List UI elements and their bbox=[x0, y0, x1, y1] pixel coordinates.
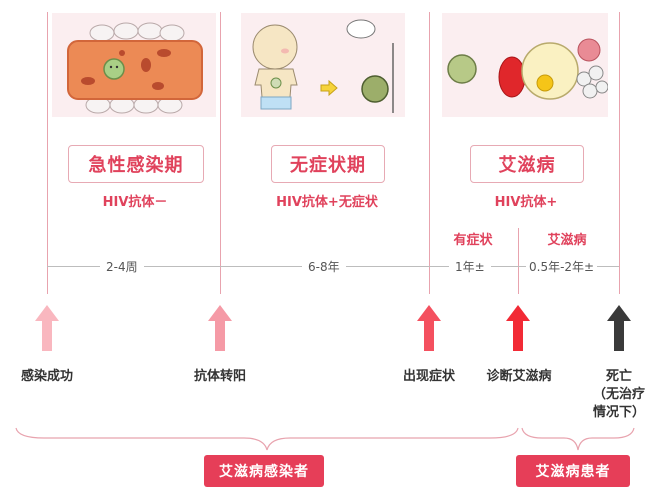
event-symptoms: 出现症状 bbox=[402, 369, 455, 384]
arrow-up-icon bbox=[417, 305, 441, 351]
event-infection: 感染成功 bbox=[20, 369, 73, 384]
brace-infected-period bbox=[15, 427, 519, 451]
duration-symptomatic: 1年± bbox=[449, 258, 491, 275]
stage-title-acute-infection: 急性感染期 bbox=[68, 145, 204, 183]
timeline-marker-diagnosis bbox=[518, 228, 519, 294]
arrow-up-icon bbox=[506, 305, 530, 351]
stage-subtitle-asymptomatic: HIV抗体+无症状 bbox=[276, 195, 378, 210]
stage-subtitle-acute-infection: HIV抗体－ bbox=[102, 195, 168, 210]
substage-aids: 艾滋病 bbox=[547, 233, 587, 248]
event-death: 死亡 （无治疗 情况下） bbox=[588, 368, 650, 422]
stage-title-asymptomatic: 无症状期 bbox=[271, 145, 385, 183]
timeline-marker-death bbox=[619, 12, 620, 294]
event-death-line3: 情况下） bbox=[592, 405, 645, 420]
substage-symptomatic: 有症状 bbox=[453, 233, 493, 248]
stage-subtitle-aids: HIV抗体+ bbox=[494, 195, 558, 210]
event-death-line2: （无治疗 bbox=[592, 387, 645, 402]
arrow-up-icon bbox=[35, 305, 59, 351]
immune-cells-fighting-illustration bbox=[442, 13, 608, 117]
event-death-line1: 死亡 bbox=[605, 369, 632, 384]
person-and-hiding-virus-illustration bbox=[241, 13, 405, 117]
timeline-marker-seroconversion bbox=[220, 12, 221, 294]
arrow-up-icon bbox=[607, 305, 631, 351]
duration-acute: 2-4周 bbox=[100, 258, 144, 275]
timeline-marker-infection bbox=[47, 12, 48, 294]
brace-aids-patient-period bbox=[521, 427, 635, 451]
group-badge-hiv-infected: 艾滋病感染者 bbox=[204, 455, 324, 487]
group-badge-aids-patient: 艾滋病患者 bbox=[516, 455, 630, 487]
event-diagnosis: 诊断艾滋病 bbox=[486, 369, 552, 384]
arrow-up-icon bbox=[208, 305, 232, 351]
duration-aids: 0.5年-2年± bbox=[526, 258, 598, 275]
stage-title-aids: 艾滋病 bbox=[470, 145, 584, 183]
virus-in-blood-vessel-illustration bbox=[52, 13, 216, 117]
duration-asymptomatic: 6-8年 bbox=[302, 258, 346, 275]
event-seroconversion: 抗体转阳 bbox=[193, 369, 246, 384]
timeline-marker-symptoms bbox=[429, 12, 430, 294]
